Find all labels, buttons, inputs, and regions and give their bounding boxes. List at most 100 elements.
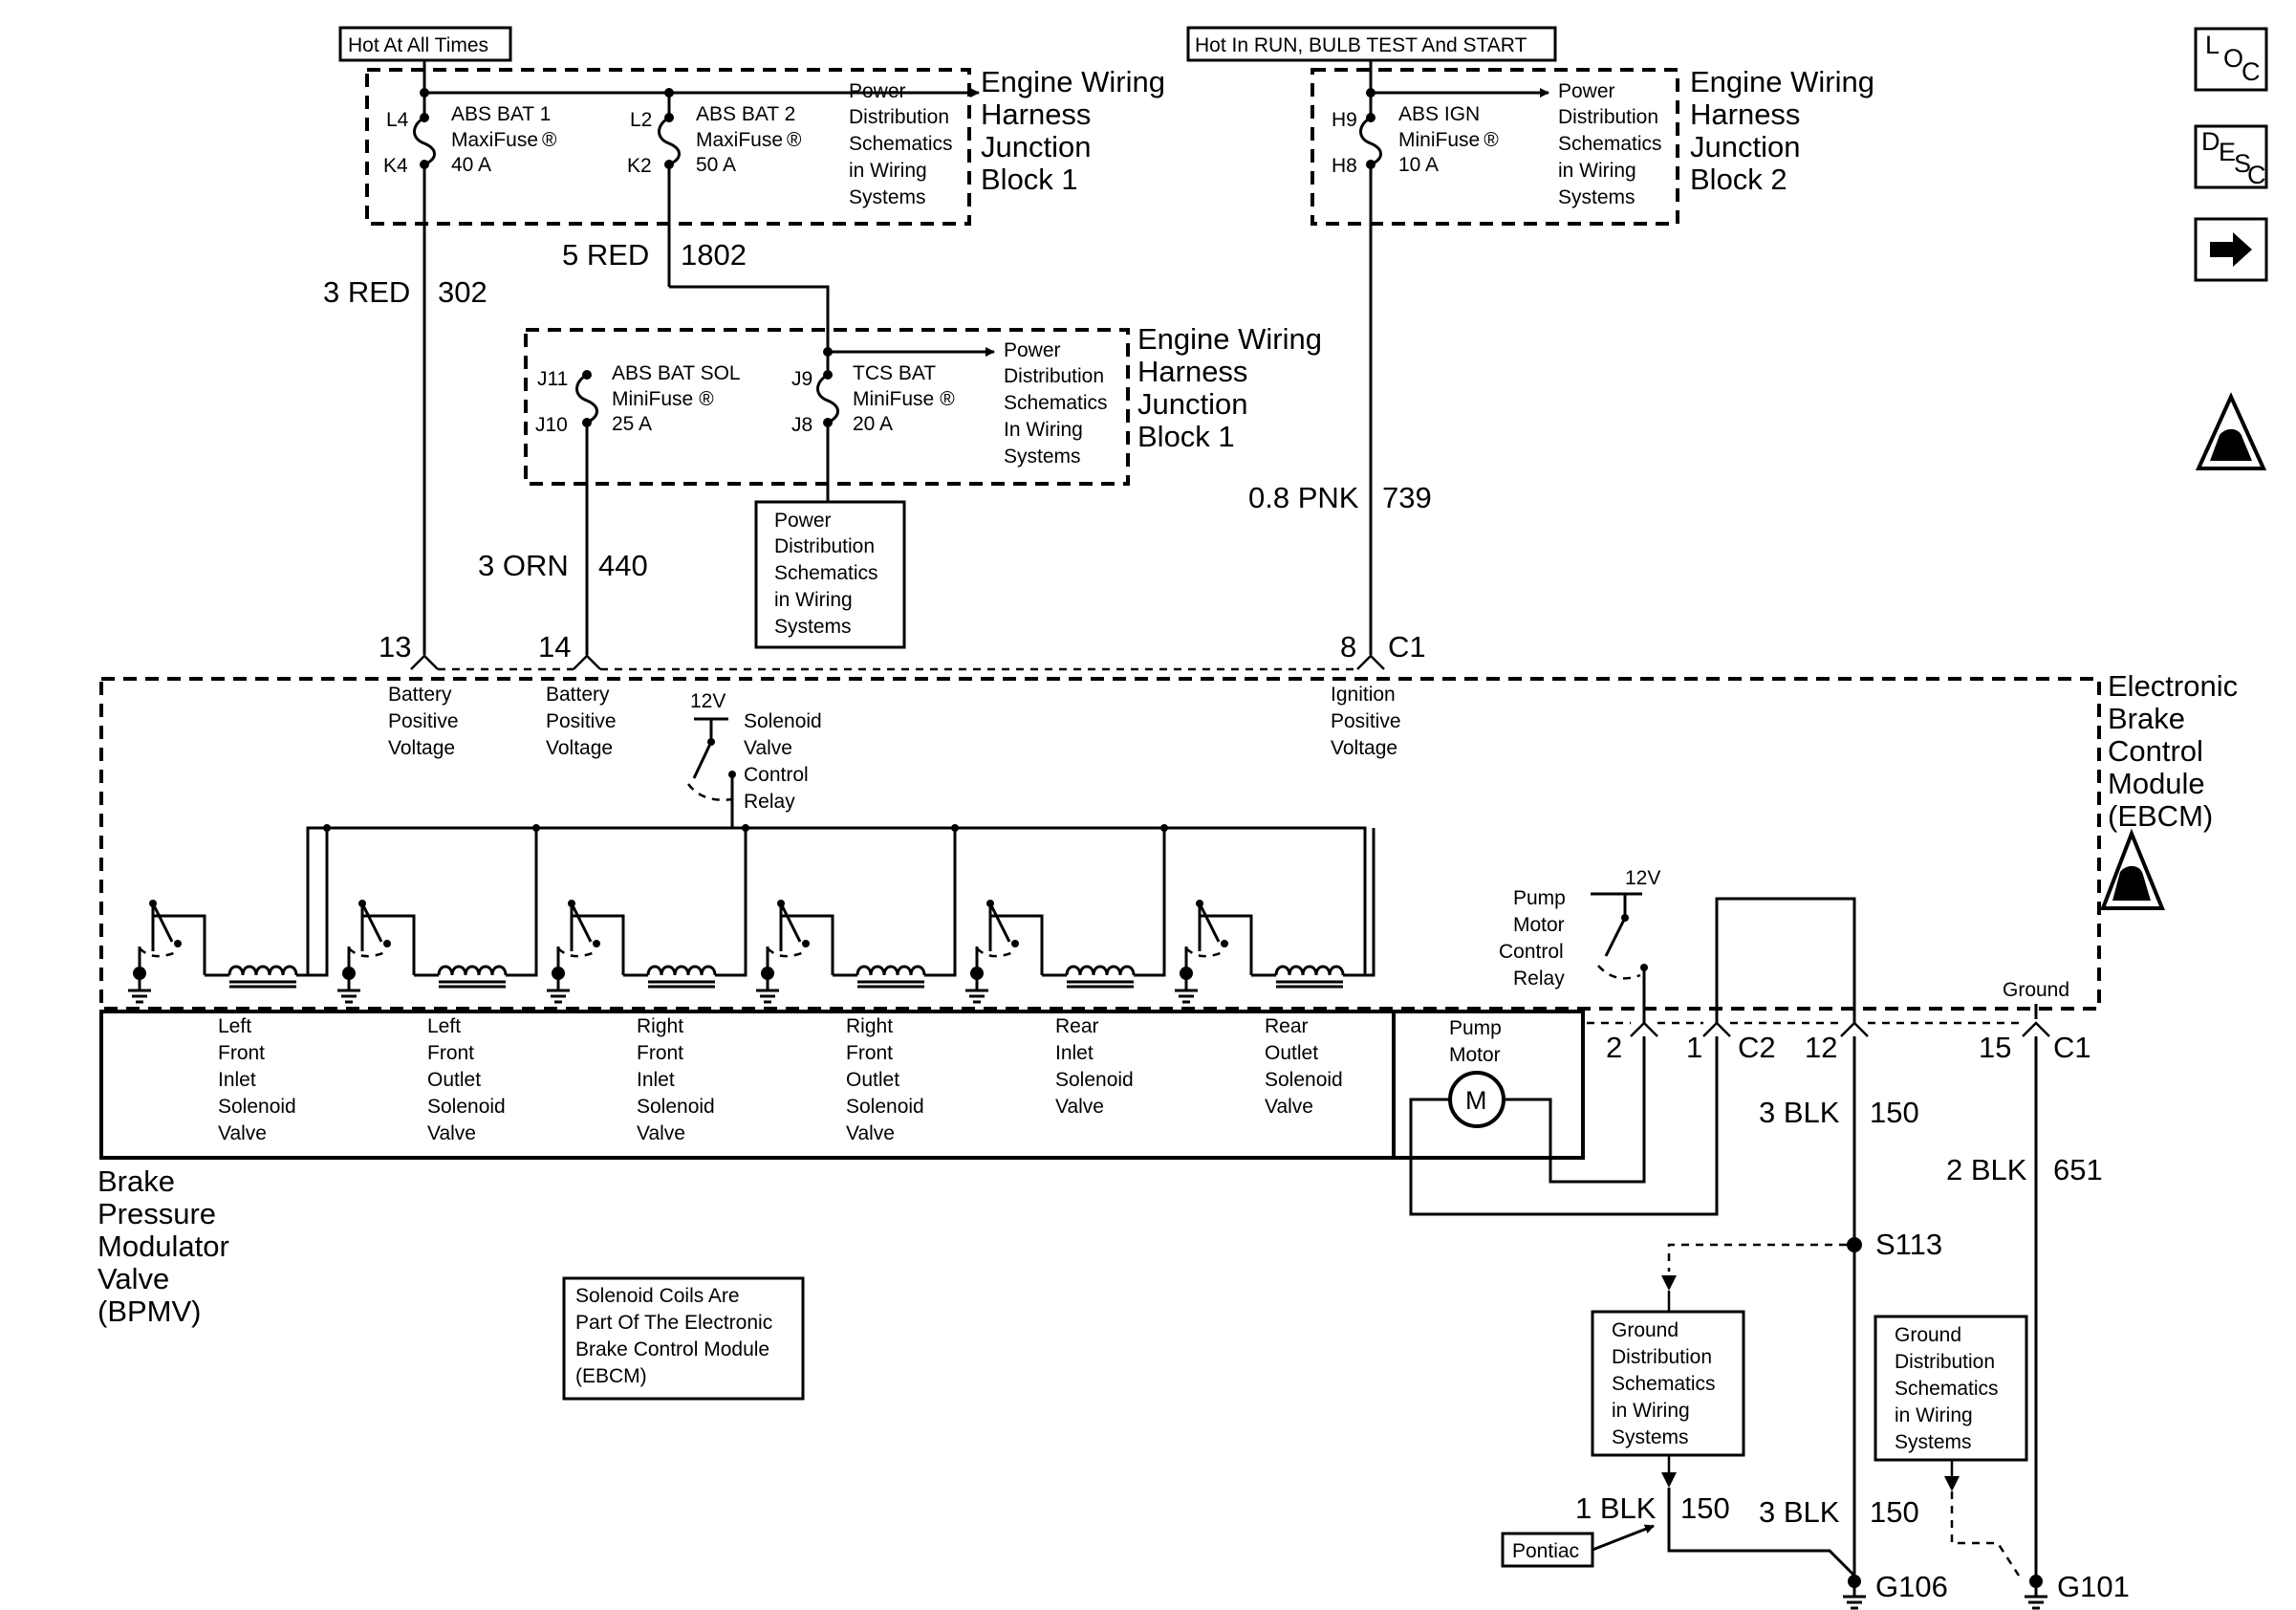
valve-label-line: Outlet bbox=[1265, 1042, 1318, 1064]
pin-15: 15 bbox=[1979, 1031, 2011, 1064]
svg-text:S113: S113 bbox=[1875, 1228, 1942, 1261]
svg-text:in Wiring: in Wiring bbox=[774, 589, 853, 611]
svg-text:ABS BAT 1: ABS BAT 1 bbox=[451, 103, 551, 125]
wire-150-size: 1 BLK bbox=[1575, 1491, 1657, 1525]
ground-distribution-reference-2: Ground Distribution Schematics in Wiring… bbox=[1874, 1315, 2028, 1462]
valve-label-line: Valve bbox=[637, 1122, 685, 1144]
connector-c1-top: C1 bbox=[1388, 630, 1426, 664]
svg-text:TCS BAT: TCS BAT bbox=[853, 362, 936, 384]
svg-text:(BPMV): (BPMV) bbox=[97, 1295, 202, 1328]
description-button[interactable]: D E S C bbox=[2194, 124, 2268, 189]
svg-text:H9: H9 bbox=[1332, 109, 1357, 131]
valve-label-line: Valve bbox=[846, 1122, 895, 1144]
svg-text:Power: Power bbox=[1004, 339, 1061, 361]
svg-text:Valve: Valve bbox=[97, 1262, 169, 1295]
svg-text:Ground: Ground bbox=[1895, 1324, 1961, 1346]
svg-text:12V: 12V bbox=[690, 690, 726, 712]
bpmv-label: Brake Pressure Modulator Valve (BPMV) bbox=[97, 1164, 229, 1328]
svg-text:Hot At All Times: Hot At All Times bbox=[348, 34, 488, 56]
svg-text:E: E bbox=[2219, 138, 2236, 166]
svg-text:Distribution: Distribution bbox=[1004, 365, 1104, 387]
power-distribution-reference: Power Distribution Schematics in Wiring … bbox=[754, 483, 906, 649]
svg-text:Voltage: Voltage bbox=[546, 737, 613, 759]
wire-1802-circuit: 1802 bbox=[681, 238, 747, 272]
connector-c1-bottom: C1 bbox=[2053, 1031, 2091, 1064]
svg-text:Block 1: Block 1 bbox=[981, 163, 1078, 196]
svg-text:Power: Power bbox=[774, 510, 832, 532]
pin-8: 8 bbox=[1340, 630, 1356, 664]
svg-text:Brake: Brake bbox=[2108, 702, 2185, 735]
valve-label-line: Rear bbox=[1055, 1015, 1099, 1037]
pin-13: 13 bbox=[379, 630, 411, 664]
svg-text:Distribution: Distribution bbox=[849, 106, 949, 128]
wire-440-size: 3 ORN bbox=[478, 549, 569, 582]
svg-text:Solenoid: Solenoid bbox=[744, 710, 822, 732]
svg-text:G101: G101 bbox=[2057, 1570, 2130, 1603]
svg-text:Solenoid Coils Are: Solenoid Coils Are bbox=[575, 1285, 740, 1307]
svg-text:J8: J8 bbox=[791, 414, 812, 436]
wire-302-size: 3 RED bbox=[323, 275, 410, 309]
svg-text:K4: K4 bbox=[383, 155, 408, 177]
svg-text:Schematics: Schematics bbox=[774, 562, 878, 584]
svg-text:Systems: Systems bbox=[774, 616, 852, 638]
battery-voltage-label-2: Battery Positive Voltage bbox=[546, 684, 617, 759]
svg-text:Junction: Junction bbox=[981, 130, 1091, 163]
svg-text:Relay: Relay bbox=[744, 791, 795, 813]
svg-text:Battery: Battery bbox=[388, 684, 452, 706]
svg-text:Junction: Junction bbox=[1690, 130, 1800, 163]
location-button[interactable]: L O C bbox=[2194, 27, 2268, 92]
svg-text:Block 1: Block 1 bbox=[1137, 420, 1235, 453]
svg-text:50 A: 50 A bbox=[696, 154, 736, 176]
valve-label-line: Left bbox=[218, 1015, 251, 1037]
svg-text:L4: L4 bbox=[386, 109, 409, 131]
svg-text:Electronic: Electronic bbox=[2108, 669, 2238, 703]
valve-label-line: Solenoid bbox=[1265, 1069, 1343, 1091]
next-page-button[interactable] bbox=[2194, 217, 2268, 282]
svg-text:Hot In RUN, BULB TEST And STAR: Hot In RUN, BULB TEST And START bbox=[1195, 34, 1527, 56]
svg-text:MaxiFuse®: MaxiFuse® bbox=[451, 129, 557, 151]
svg-text:(EBCM): (EBCM) bbox=[2108, 799, 2213, 833]
svg-text:Positive: Positive bbox=[546, 710, 617, 732]
svg-text:Pressure: Pressure bbox=[97, 1197, 216, 1230]
svg-text:MiniFuse®: MiniFuse® bbox=[612, 388, 714, 410]
svg-text:12V: 12V bbox=[1625, 867, 1660, 889]
wire-651-circuit: 651 bbox=[2053, 1153, 2103, 1186]
junction-block-1-top: L4 K4 ABS BAT 1 MaxiFuse® 40 A L2 K2 ABS… bbox=[365, 65, 1165, 655]
wire-302-circuit: 302 bbox=[438, 275, 487, 309]
svg-text:G106: G106 bbox=[1875, 1570, 1948, 1603]
hot-at-all-times-label: Hot At All Times bbox=[338, 26, 512, 62]
ground-g106: G106 bbox=[1841, 1570, 1948, 1610]
solenoid-driver-6 bbox=[1173, 828, 1375, 1004]
svg-text:Harness: Harness bbox=[1137, 355, 1247, 388]
wire-651-size: 2 BLK bbox=[1946, 1153, 2027, 1186]
svg-text:Motor: Motor bbox=[1513, 914, 1565, 936]
svg-text:J10: J10 bbox=[535, 414, 568, 436]
svg-text:Power: Power bbox=[1558, 80, 1615, 102]
pump-motor: Pump Motor M bbox=[1409, 1017, 1719, 1216]
valve-label-line: Front bbox=[846, 1042, 893, 1064]
valve-label-line: Outlet bbox=[846, 1069, 899, 1091]
wire-150-circuit: 150 bbox=[1870, 1096, 1919, 1129]
svg-text:Engine Wiring: Engine Wiring bbox=[1137, 322, 1322, 356]
svg-text:Systems: Systems bbox=[1558, 186, 1635, 208]
svg-text:L2: L2 bbox=[630, 109, 652, 131]
svg-text:Distribution: Distribution bbox=[1558, 106, 1658, 128]
svg-text:Modulator: Modulator bbox=[97, 1229, 229, 1263]
bpmv-boundary bbox=[99, 1010, 1585, 1160]
svg-text:O: O bbox=[2223, 44, 2243, 73]
pin-12: 12 bbox=[1805, 1031, 1837, 1064]
svg-text:Engine Wiring: Engine Wiring bbox=[1690, 65, 1874, 98]
svg-text:ABS BAT SOL: ABS BAT SOL bbox=[612, 362, 741, 384]
svg-text:Harness: Harness bbox=[981, 98, 1091, 131]
svg-text:Distribution: Distribution bbox=[1895, 1351, 1995, 1373]
svg-text:Brake Control Module: Brake Control Module bbox=[575, 1338, 769, 1360]
valve-label-line: Valve bbox=[1265, 1096, 1313, 1118]
wire-739-circuit: 739 bbox=[1382, 481, 1432, 514]
svg-text:Relay: Relay bbox=[1513, 968, 1565, 990]
esd-warning-icon bbox=[2195, 392, 2267, 470]
svg-text:Engine Wiring: Engine Wiring bbox=[981, 65, 1165, 98]
